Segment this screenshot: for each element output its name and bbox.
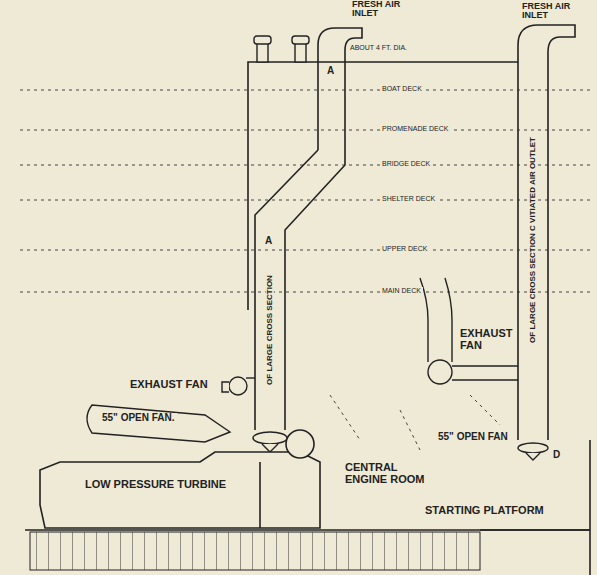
- turbine: [40, 430, 320, 528]
- supply-duct-a: [255, 28, 362, 430]
- exhaust-duct-c: [518, 25, 575, 440]
- deck-lines: [20, 90, 590, 450]
- deck-label: MAIN DECK: [380, 287, 423, 294]
- part-label: EXHAUST FAN: [130, 379, 208, 391]
- part-label: 55" OPEN FAN: [438, 432, 508, 443]
- left-fans: [87, 377, 287, 452]
- turbine-box: LOW PRESSURE TURBINE: [58, 478, 253, 490]
- part-label: FRESH AIR INLET: [522, 2, 592, 21]
- foundation: [25, 530, 590, 570]
- part-label: 55" OPEN FAN.: [100, 413, 177, 424]
- part-label: CENTRAL ENGINE ROOM: [345, 462, 430, 485]
- duct-label: OF LARGE CROSS SECTION C VITIATED AIR OU…: [529, 135, 537, 345]
- deck-label: PROMENADE DECK: [380, 125, 451, 132]
- part-label: STARTING PLATFORM: [425, 505, 544, 517]
- part-label: EXHAUST FAN: [460, 328, 515, 351]
- duct-label: OF LARGE CROSS SECTION: [266, 273, 274, 387]
- part-label: FRESH AIR INLET: [352, 0, 412, 19]
- cowls: [254, 36, 309, 62]
- turbine-label: LOW PRESSURE TURBINE: [58, 478, 253, 490]
- part-label: A: [327, 66, 334, 77]
- deck-label: BOAT DECK: [380, 85, 424, 92]
- deck-label: SHELTER DECK: [380, 195, 437, 202]
- deck-label: BRIDGE DECK: [380, 160, 432, 167]
- part-label: A: [265, 236, 272, 247]
- deck-label: UPPER DECK: [380, 245, 430, 252]
- part-label: D: [553, 450, 560, 461]
- deck-label: ABOUT 4 FT. DIA.: [350, 44, 407, 51]
